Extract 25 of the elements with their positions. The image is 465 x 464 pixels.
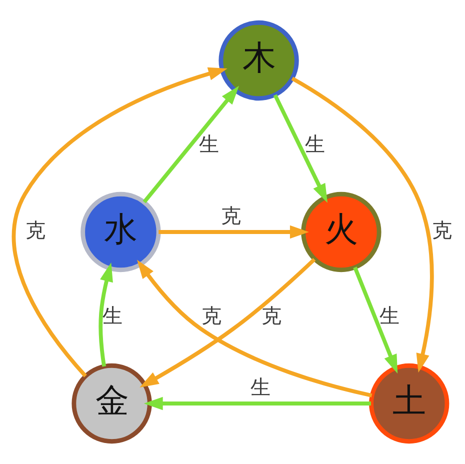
arrow — [158, 225, 308, 239]
arrow — [98, 262, 112, 367]
edge-label: 克 — [220, 203, 240, 228]
arrow — [272, 94, 328, 203]
edge-label: 生 — [250, 374, 270, 399]
edge-label: 生 — [198, 132, 219, 156]
node-circle: 木 — [218, 20, 298, 101]
node-circle: 火 — [300, 192, 381, 272]
arrow — [139, 258, 316, 388]
arrow — [12, 67, 227, 378]
arrow — [143, 396, 370, 410]
edge-label: 生 — [304, 132, 325, 156]
node-circle: 土 — [368, 363, 449, 444]
edge-label: 生 — [379, 304, 400, 328]
arrow — [142, 86, 239, 204]
node-circle: 金 — [71, 363, 152, 444]
edge-label: 克 — [431, 218, 452, 242]
edge-label: 克 — [261, 304, 282, 328]
node-circle: 水 — [80, 192, 160, 272]
edge-label: 克 — [200, 304, 221, 328]
arrow — [352, 266, 398, 374]
arrow — [136, 260, 372, 398]
edge-label: 克 — [25, 218, 46, 242]
edge-label: 生 — [102, 304, 122, 328]
arrow — [290, 76, 434, 373]
